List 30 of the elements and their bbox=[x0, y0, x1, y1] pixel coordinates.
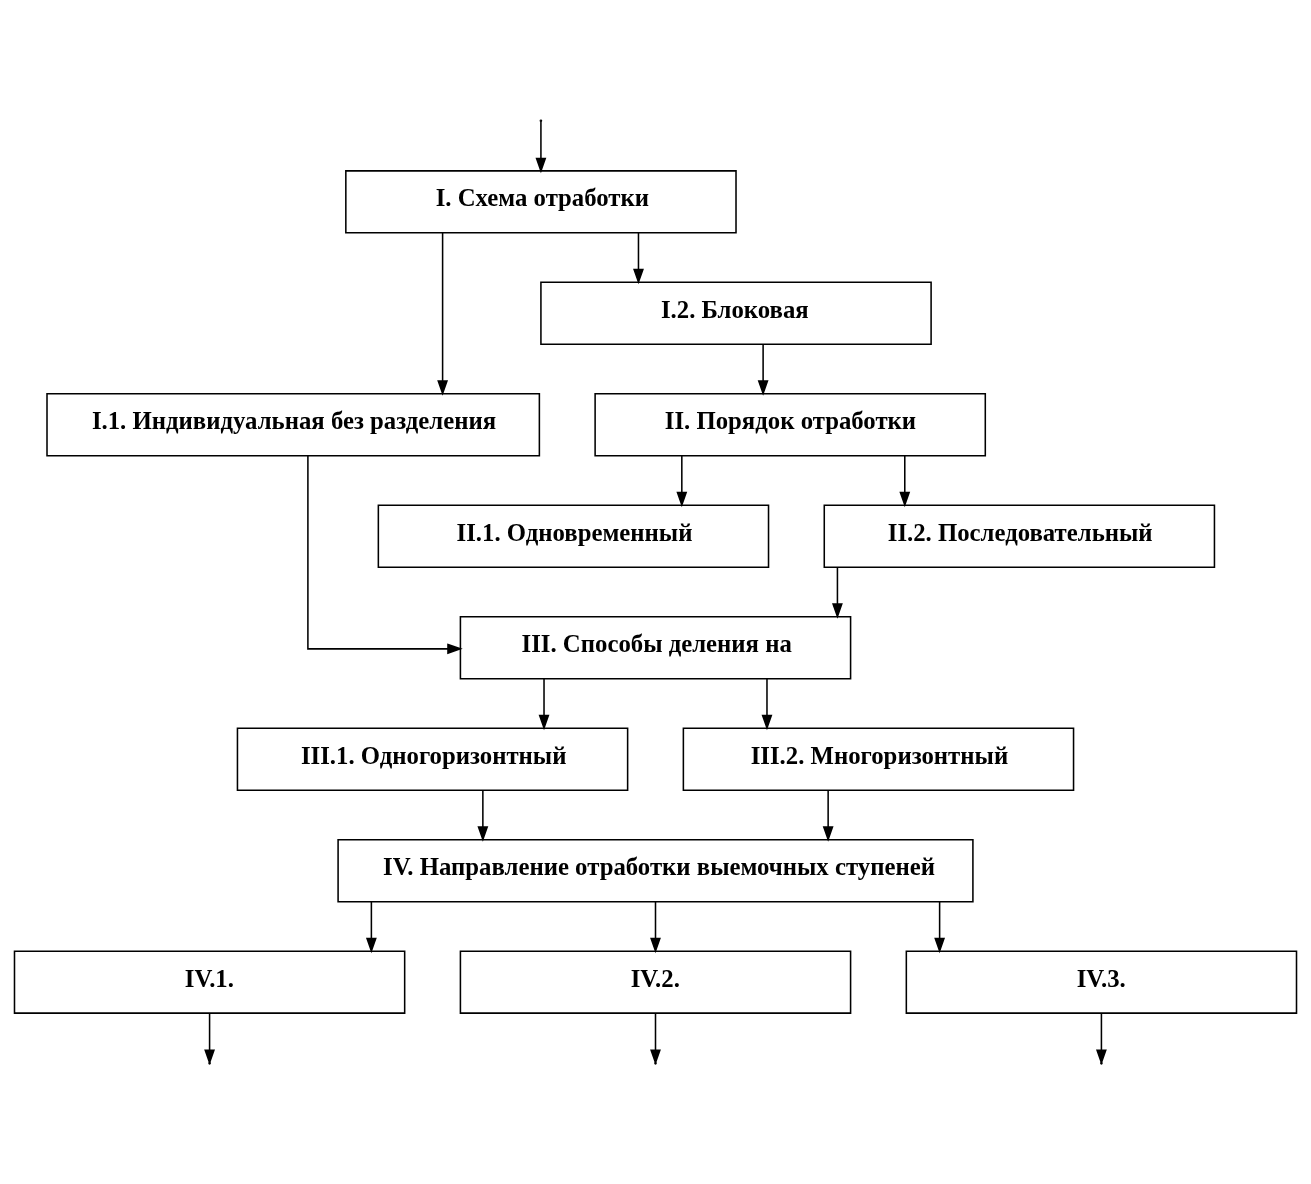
arrow bbox=[633, 232, 644, 285]
node-box: I.2. Блоковая bbox=[540, 281, 932, 346]
arrow bbox=[832, 566, 843, 619]
arrow bbox=[934, 901, 946, 954]
arrow bbox=[538, 678, 550, 731]
node-box: III.2. Многоризонтный bbox=[682, 727, 1075, 791]
arrow bbox=[899, 455, 911, 508]
arrow bbox=[204, 1012, 215, 1065]
node-box: IV. Направление отработки выемочных ступеней bbox=[337, 838, 974, 903]
node-box: IV.2. bbox=[459, 950, 852, 1014]
node-box: IV.1. bbox=[13, 950, 406, 1014]
node-box: III. Способы деления на bbox=[459, 616, 852, 680]
arrow bbox=[307, 455, 463, 655]
node-box: I.1. Индивидуальная без разделения bbox=[46, 393, 541, 457]
arrow bbox=[761, 678, 773, 731]
node-box: II.1. Одновременный bbox=[377, 504, 770, 568]
node-box: II. Порядок отработки bbox=[594, 393, 987, 457]
arrow bbox=[365, 901, 377, 954]
arrow bbox=[822, 789, 834, 842]
node-box: I. Схема отработки bbox=[345, 170, 737, 234]
arrow bbox=[477, 789, 489, 842]
node-box: IV.3. bbox=[905, 950, 1298, 1014]
node-box: II.2. Последовательный bbox=[823, 504, 1216, 568]
arrow bbox=[437, 232, 449, 396]
node-box: III.1. Одногоризонтный bbox=[236, 727, 629, 791]
arrow bbox=[650, 1012, 661, 1065]
arrow bbox=[650, 901, 661, 954]
arrow bbox=[535, 120, 547, 174]
arrow bbox=[757, 343, 769, 396]
arrow bbox=[676, 455, 688, 508]
